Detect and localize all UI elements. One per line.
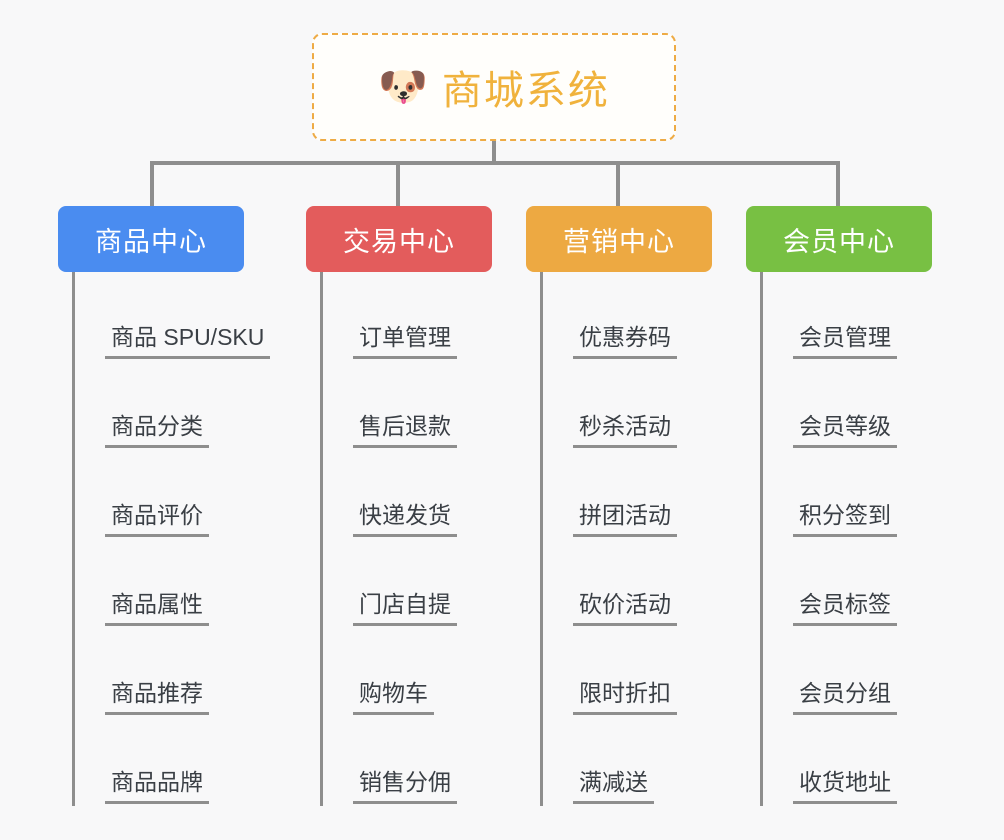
branch-header-marketing-center[interactable]: 营销中心: [526, 206, 712, 272]
branch-header-product-center[interactable]: 商品中心: [58, 206, 244, 272]
list-item[interactable]: 会员标签: [763, 539, 932, 628]
list-item[interactable]: 门店自提: [323, 539, 492, 628]
leaf-label: 优惠券码: [573, 318, 677, 359]
branch-member-center: 会员中心 会员管理 会员等级 积分签到 会员标签 会员分组 收货地址: [746, 206, 932, 806]
shiba-dog-face-icon: 🐶: [378, 65, 428, 109]
branch-label: 营销中心: [563, 226, 675, 257]
list-item[interactable]: 商品推荐: [75, 628, 244, 717]
leaf-label: 会员等级: [793, 407, 897, 448]
list-item[interactable]: 拼团活动: [543, 450, 712, 539]
leaf-label: 订单管理: [353, 318, 457, 359]
leaf-label: 商品评价: [105, 496, 209, 537]
branch-label: 交易中心: [343, 226, 455, 257]
branch-trade-center: 交易中心 订单管理 售后退款 快递发货 门店自提 购物车 销售分佣: [306, 206, 492, 806]
branch-marketing-center: 营销中心 优惠券码 秒杀活动 拼团活动 砍价活动 限时折扣 满减送: [526, 206, 712, 806]
leaf-label: 商品 SPU/SKU: [105, 318, 271, 359]
list-item[interactable]: 积分签到: [763, 450, 932, 539]
branch-body-marketing-center: 优惠券码 秒杀活动 拼团活动 砍价活动 限时折扣 满减送: [540, 272, 712, 806]
leaf-label: 销售分佣: [353, 763, 457, 804]
branch-label: 会员中心: [783, 226, 895, 257]
list-item[interactable]: 满减送: [543, 717, 712, 806]
branch-body-member-center: 会员管理 会员等级 积分签到 会员标签 会员分组 收货地址: [760, 272, 932, 806]
branch-label: 商品中心: [95, 226, 207, 257]
branch-product-center: 商品中心 商品 SPU/SKU 商品分类 商品评价 商品属性 商品推荐 商品品牌: [58, 206, 271, 806]
branch-body-product-center: 商品 SPU/SKU 商品分类 商品评价 商品属性 商品推荐 商品品牌: [72, 272, 271, 806]
list-item[interactable]: 售后退款: [323, 361, 492, 450]
list-item[interactable]: 限时折扣: [543, 628, 712, 717]
leaf-label: 商品分类: [105, 407, 209, 448]
leaf-label: 秒杀活动: [573, 407, 677, 448]
leaf-label: 满减送: [573, 763, 654, 804]
leaf-label: 限时折扣: [573, 674, 677, 715]
list-item[interactable]: 收货地址: [763, 717, 932, 806]
leaf-label: 商品品牌: [105, 763, 209, 804]
leaf-label: 购物车: [353, 674, 434, 715]
list-item[interactable]: 销售分佣: [323, 717, 492, 806]
list-item[interactable]: 商品 SPU/SKU: [75, 272, 271, 361]
root-node[interactable]: 🐶 商城系统: [312, 33, 676, 141]
list-item[interactable]: 优惠券码: [543, 272, 712, 361]
list-item[interactable]: 会员等级: [763, 361, 932, 450]
leaf-label: 商品属性: [105, 585, 209, 626]
list-item[interactable]: 商品分类: [75, 361, 244, 450]
connector-drop-trade: [396, 161, 400, 206]
list-item[interactable]: 会员分组: [763, 628, 932, 717]
connector-root-stem: [492, 141, 496, 165]
leaf-label: 拼团活动: [573, 496, 677, 537]
leaf-label: 砍价活动: [573, 585, 677, 626]
list-item[interactable]: 商品品牌: [75, 717, 244, 806]
leaf-label: 商品推荐: [105, 674, 209, 715]
list-item[interactable]: 商品评价: [75, 450, 244, 539]
leaf-label: 快递发货: [353, 496, 457, 537]
leaf-label: 会员分组: [793, 674, 897, 715]
leaf-label: 会员标签: [793, 585, 897, 626]
leaf-label: 收货地址: [793, 763, 897, 804]
leaf-label: 积分签到: [793, 496, 897, 537]
list-item[interactable]: 砍价活动: [543, 539, 712, 628]
branch-header-member-center[interactable]: 会员中心: [746, 206, 932, 272]
list-item[interactable]: 快递发货: [323, 450, 492, 539]
list-item[interactable]: 会员管理: [763, 272, 932, 361]
branch-header-trade-center[interactable]: 交易中心: [306, 206, 492, 272]
leaf-label: 售后退款: [353, 407, 457, 448]
connector-drop-marketing: [616, 161, 620, 206]
leaf-label: 会员管理: [793, 318, 897, 359]
root-title: 商城系统: [441, 69, 610, 113]
list-item[interactable]: 商品属性: [75, 539, 244, 628]
list-item[interactable]: 订单管理: [323, 272, 492, 361]
branch-body-trade-center: 订单管理 售后退款 快递发货 门店自提 购物车 销售分佣: [320, 272, 492, 806]
connector-drop-member: [836, 161, 840, 206]
connector-drop-product: [150, 161, 154, 206]
leaf-label: 门店自提: [353, 585, 457, 626]
list-item[interactable]: 秒杀活动: [543, 361, 712, 450]
list-item[interactable]: 购物车: [323, 628, 492, 717]
connector-horizontal-bus: [150, 161, 840, 165]
